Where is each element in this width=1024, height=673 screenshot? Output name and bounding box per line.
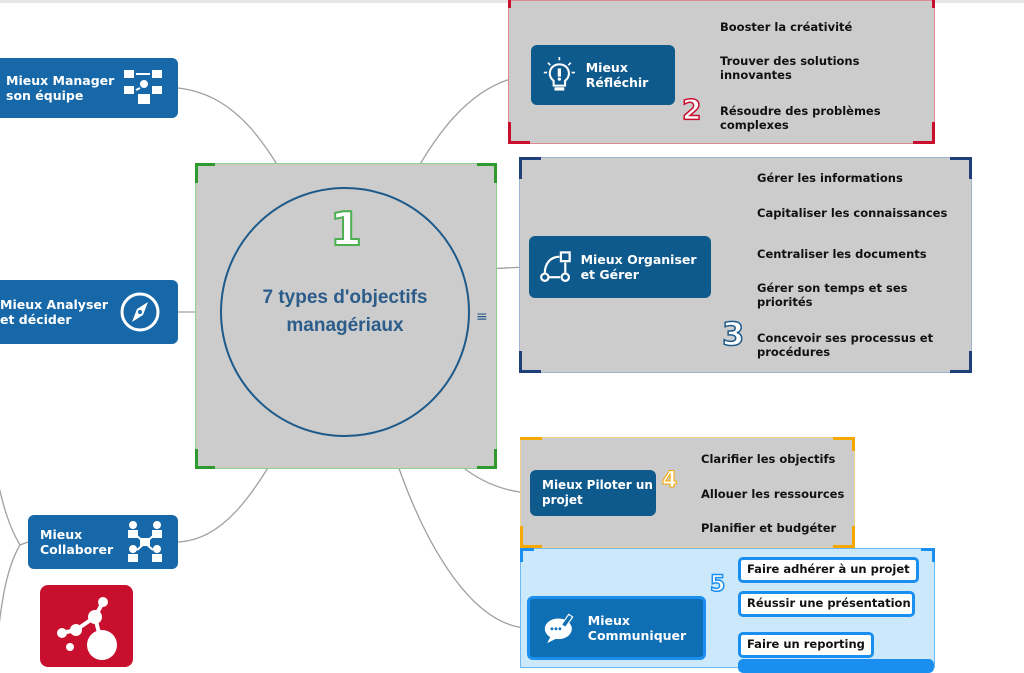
frame-corner <box>520 548 534 562</box>
frame-corner <box>913 122 935 144</box>
central-topic-title: 7 types d'objectifs managériaux <box>262 287 428 336</box>
central-topic[interactable]: 7 types d'objectifs managériaux <box>220 187 470 437</box>
node-label: Mieux Réfléchir <box>585 60 649 90</box>
marker-number-3: 3 <box>721 315 745 353</box>
team-icon <box>124 70 162 104</box>
compass-icon <box>120 292 160 332</box>
subtopic[interactable]: Centraliser les documents <box>757 247 927 261</box>
subtopic[interactable]: Gérer les informations <box>757 171 903 185</box>
frame-corner <box>519 351 541 373</box>
node-label: Mieux Collaborer <box>40 527 114 557</box>
frame-corner <box>923 0 935 8</box>
mindmap-logo-icon <box>57 597 117 660</box>
subtopic[interactable]: Booster la créativité <box>720 20 853 34</box>
frame-corner <box>508 122 530 144</box>
workflow-icon <box>540 251 571 282</box>
subtopic[interactable]: Allouer les ressources <box>701 487 845 501</box>
frame-corner <box>950 351 972 373</box>
node-mieux-manager[interactable]: Mieux Manager son équipe <box>0 58 178 118</box>
marker-number-2: 2 <box>681 93 702 126</box>
marker-number-1: 1 <box>329 202 363 256</box>
subtopic[interactable]: Faire un reporting <box>738 632 874 658</box>
frame-corner <box>508 0 520 8</box>
node-label: Mieux Communiquer <box>587 613 687 643</box>
node-label: Mieux Organiser et Gérer <box>580 252 697 282</box>
node-mieux-communiquer[interactable]: Mieux Communiquer <box>527 596 706 660</box>
subtopic[interactable]: Gérer son temps et ses priorités <box>757 281 908 309</box>
frame-corner <box>195 163 215 183</box>
frame-corner <box>195 449 215 469</box>
node-mieux-collaborer[interactable]: Mieux Collaborer <box>28 515 178 569</box>
node-mieux-analyser[interactable]: Mieux Analyser et décider <box>0 280 178 344</box>
node-mieux-reflechir[interactable]: Mieux Réfléchir <box>531 45 675 105</box>
subtopic[interactable]: Faire adhérer à un projet <box>738 557 919 583</box>
subtopic-partial[interactable] <box>738 659 934 673</box>
frame-corner <box>950 157 972 179</box>
node-label: Mieux Manager son équipe <box>6 73 115 103</box>
subtopic[interactable]: Réussir une présentation <box>738 591 915 617</box>
frame-corner <box>477 163 497 183</box>
menu-icon[interactable]: ≡ <box>476 309 488 325</box>
node-mieux-piloter[interactable]: Mieux Piloter un projet <box>530 470 656 516</box>
subtopic[interactable]: Planifier et budgéter <box>701 521 837 535</box>
subtopic[interactable]: Clarifier les objectifs <box>701 452 836 466</box>
frame-corner <box>520 437 542 449</box>
subtopic[interactable]: Trouver des solutions innovantes <box>720 54 860 82</box>
frame-corner <box>921 548 935 562</box>
speech-bubble-icon <box>544 613 574 644</box>
app-logo <box>40 585 133 667</box>
node-label: Mieux Analyser et décider <box>0 297 109 327</box>
frame-corner <box>833 526 855 548</box>
frame-corner <box>833 437 855 451</box>
subtopic[interactable]: Capitaliser les connaissances <box>757 206 948 220</box>
frame-corner <box>520 526 542 548</box>
marker-number-4: 4 <box>661 468 678 493</box>
node-label: Mieux Piloter un projet <box>542 478 653 507</box>
node-mieux-organiser[interactable]: Mieux Organiser et Gérer <box>529 236 711 298</box>
lightbulb-icon <box>543 57 575 91</box>
frame-corner <box>477 449 497 469</box>
frame-corner <box>519 157 541 179</box>
subtopic[interactable]: Concevoir ses processus et procédures <box>757 331 934 359</box>
subtopic[interactable]: Résoudre des problèmes complexes <box>720 104 881 132</box>
network-icon <box>128 521 162 562</box>
marker-number-5: 5 <box>709 572 726 597</box>
